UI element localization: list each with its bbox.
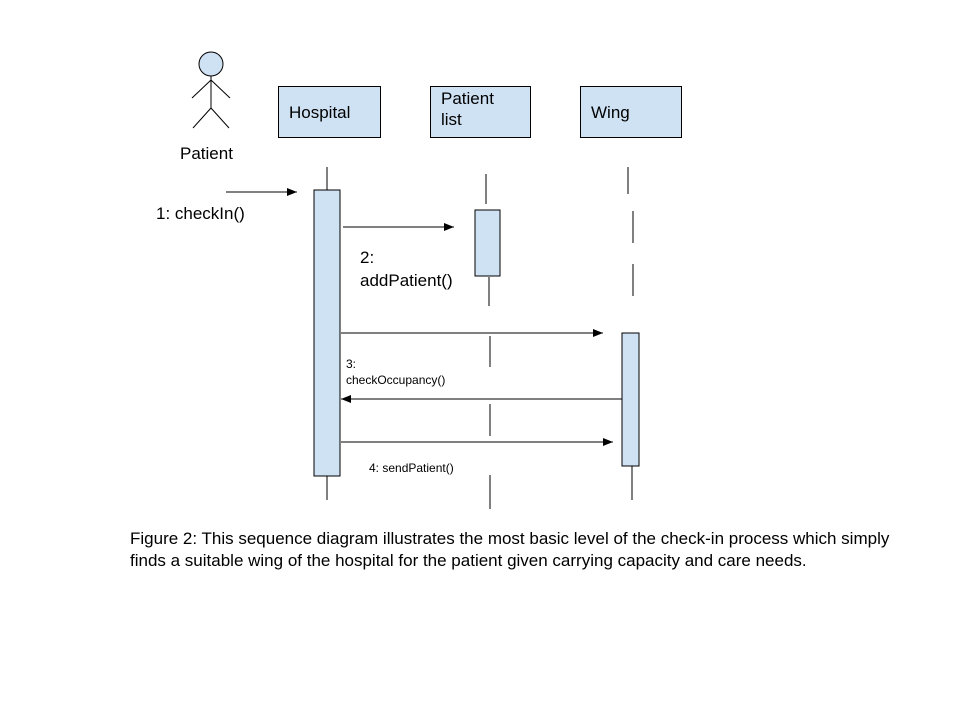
hospital-participant-label: Hospital bbox=[289, 103, 351, 122]
patient-actor-label: Patient bbox=[180, 144, 233, 163]
wing-participant-label: Wing bbox=[591, 103, 630, 122]
patient-actor-icon bbox=[191, 51, 231, 129]
wing-participant-box: Wing bbox=[580, 86, 682, 138]
message-2-label: 2: addPatient() bbox=[360, 248, 453, 290]
patient-list-participant-box: Patient list bbox=[430, 86, 531, 138]
wing-activation-bar bbox=[621, 332, 640, 467]
hospital-participant-box: Hospital bbox=[278, 86, 381, 138]
message-1-label: 1: checkIn() bbox=[156, 204, 245, 223]
patient-list-participant-label: Patient list bbox=[441, 89, 494, 129]
message-4-label: 4: sendPatient() bbox=[369, 461, 454, 475]
message-3-label: 3: checkOccupancy() bbox=[346, 357, 446, 387]
hospital-activation-bar bbox=[313, 189, 341, 477]
figure-caption: Figure 2: This sequence diagram illustra… bbox=[130, 529, 890, 570]
patient-list-activation-bar bbox=[474, 209, 501, 277]
